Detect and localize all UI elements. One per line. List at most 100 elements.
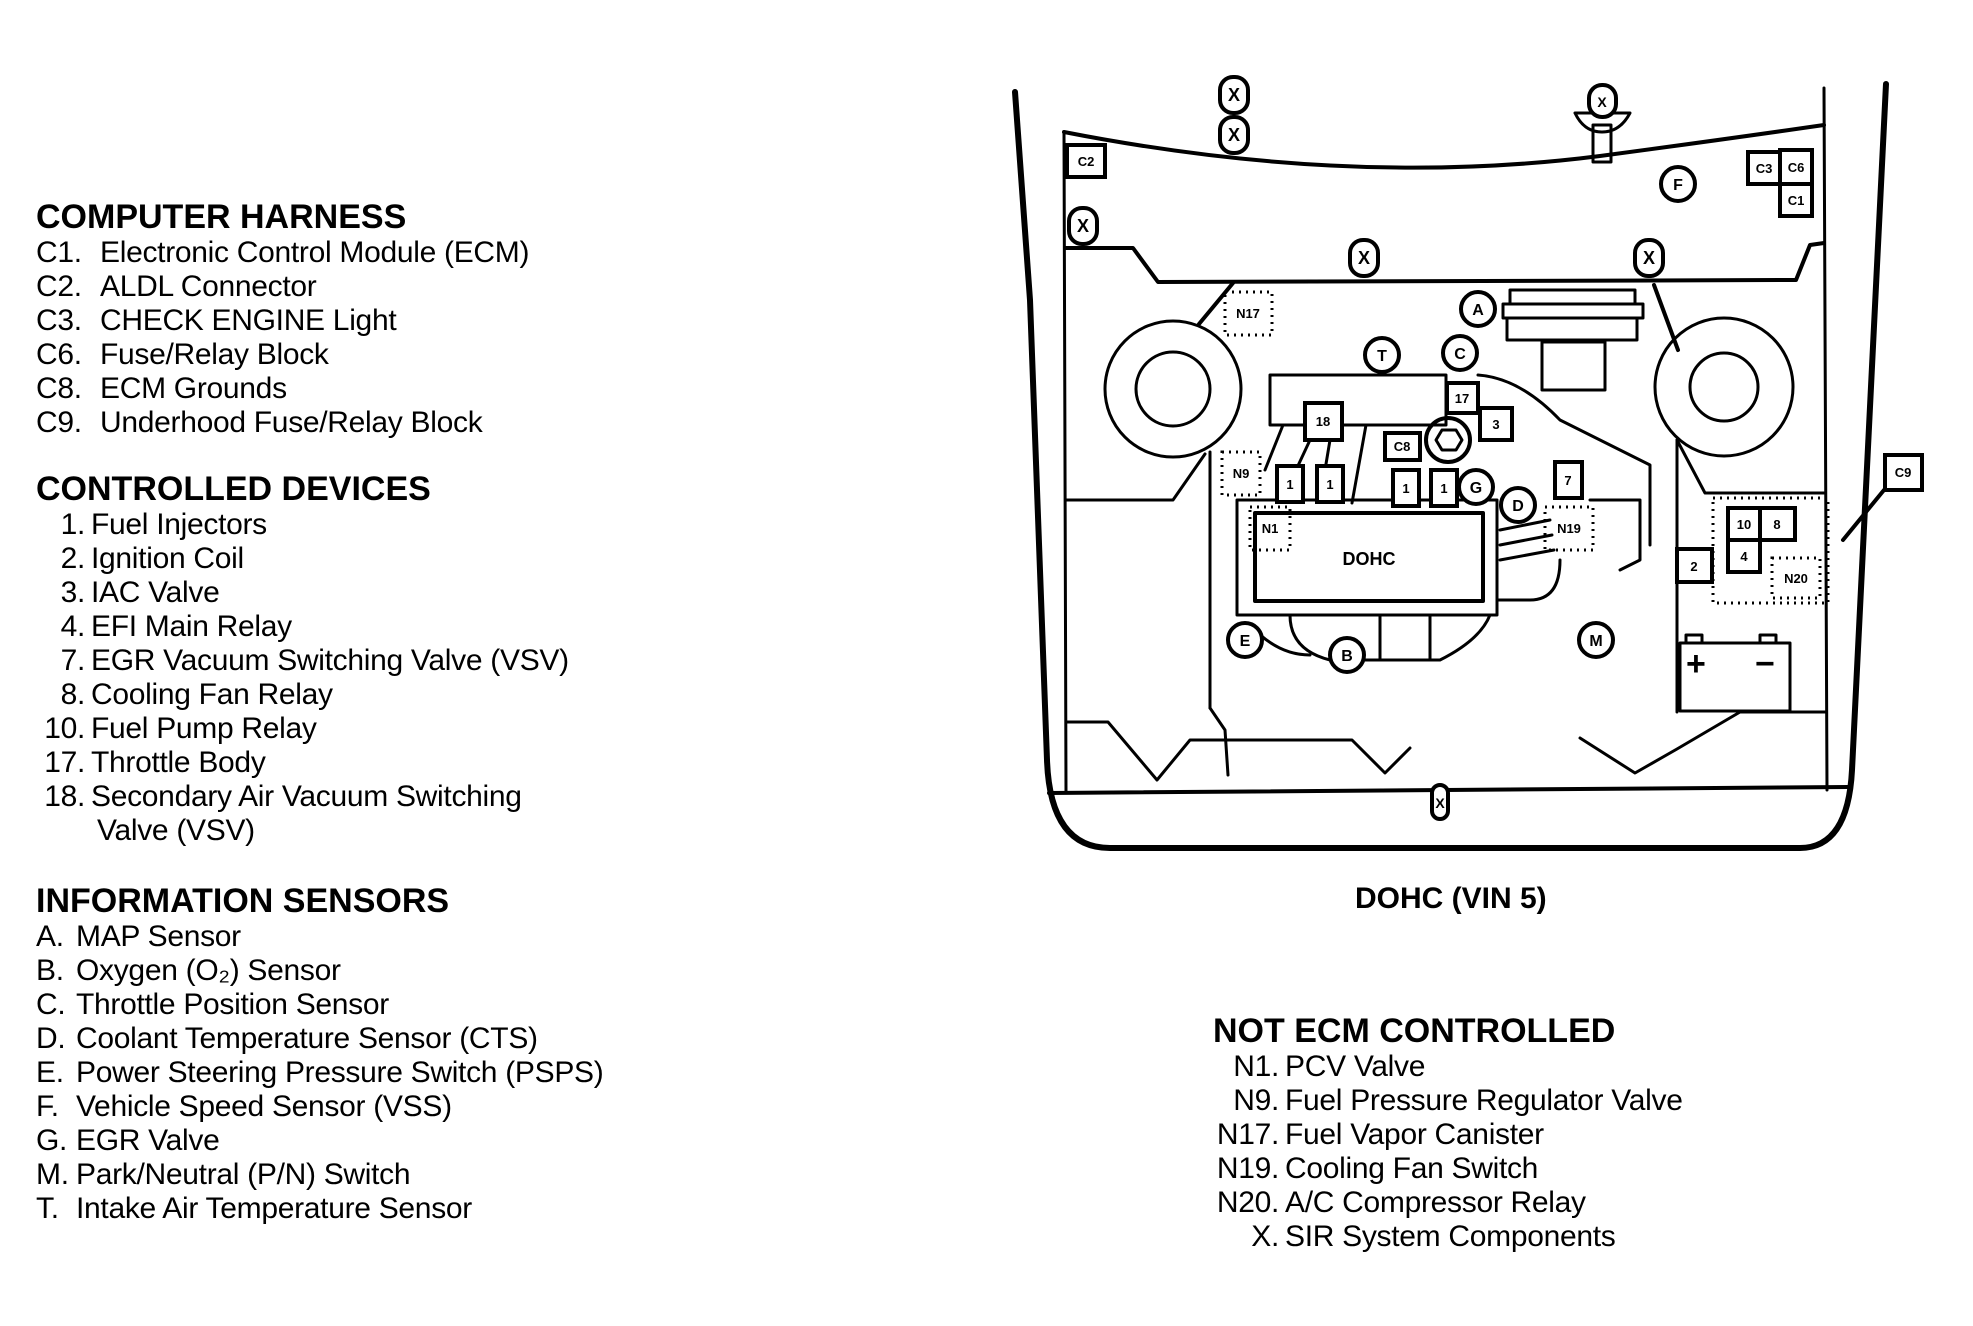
c2-marker-label: C2 [1078,154,1095,169]
legend-key: 17. [44,746,85,779]
legend-item: C3.CHECK ENGINE Light [36,304,529,338]
legend-key: T. [36,1192,59,1225]
legend-item: N9.Fuel Pressure Regulator Valve [1213,1084,1683,1118]
battery [1678,641,1792,713]
legend-label: Cooling Fan Relay [91,678,333,711]
n19-label: N19 [1557,521,1581,536]
legend-label: ECM Grounds [100,372,287,405]
legend-label: EGR Vacuum Switching Valve (VSV) [91,644,569,677]
legend-item: T.Intake Air Temperature Sensor [36,1192,603,1226]
inner-right-edge [1822,86,1829,792]
legend-key: B. [36,954,64,987]
legend-label: Vehicle Speed Sensor (VSS) [76,1090,452,1123]
legend-label: SIR System Components [1285,1220,1616,1253]
legend-item: C9.Underhood Fuse/Relay Block [36,406,529,440]
legend-item: D. Coolant Temperature Sensor (CTS) [36,1022,603,1056]
device-7-label: 7 [1564,473,1571,488]
device-8-label: 8 [1773,517,1780,532]
sir-x-marker: X [1643,248,1655,268]
c8-marker-label: C8 [1394,439,1411,454]
sensor-t-marker: T [1377,348,1387,365]
sensor-d-marker: D [1512,498,1524,515]
n17-marker [1223,290,1274,337]
c6-marker-label: C6 [1788,160,1805,175]
sir-x-marker: X [1077,216,1089,236]
legend-label: Park/Neutral (P/N) Switch [76,1158,411,1191]
legend-key: D. [36,1022,66,1055]
sir-x-marker: X [1435,795,1445,811]
legend-item: 8.Cooling Fan Relay [36,678,569,712]
computer-harness-section: COMPUTER HARNESS C1.Electronic Control M… [36,198,529,440]
c1-marker-label: C1 [1788,193,1805,208]
legend-label: EFI Main Relay [91,610,292,643]
legend-label: Throttle Body [91,746,266,779]
injector-1-label: 1 [1286,477,1293,492]
legend-key: 4. [60,610,86,643]
n9-label: N9 [1233,466,1250,481]
legend-item: C1.Electronic Control Module (ECM) [36,236,529,270]
diagram-caption: DOHC (VIN 5) [1355,882,1547,915]
device-17-label: 17 [1455,391,1469,406]
section-title: NOT ECM CONTROLLED [1213,1012,1616,1050]
legend-item: N17.Fuel Vapor Canister [1213,1118,1683,1152]
section-title: CONTROLLED DEVICES [36,470,431,508]
legend-key: 8. [60,678,86,711]
legend-key: N17. [1216,1118,1279,1151]
cowl-curve [1062,123,1826,170]
device-18-label: 18 [1316,414,1330,429]
n17-label: N17 [1236,306,1260,321]
legend-key: A. [36,920,64,953]
injector-1-label: 1 [1440,481,1447,496]
legend-label: Fuel Vapor Canister [1285,1118,1544,1151]
legend-label: Fuel Pump Relay [91,712,317,745]
legend-key: 18. [44,780,85,813]
legend-label: Fuel Pressure Regulator Valve [1285,1084,1683,1117]
n20-label: N20 [1784,571,1808,586]
legend-label: Ignition Coil [91,542,244,575]
legend-label: IAC Valve [91,576,220,609]
legend-label: Secondary Air Vacuum Switching [91,780,522,813]
legend-key: N1. [1233,1050,1279,1083]
engine-label: DOHC [1343,549,1396,569]
underhood-fuse-block-region [1711,496,1830,605]
legend-key: N20. [1216,1186,1279,1219]
legend-item: 17.Throttle Body [36,746,569,780]
left-strut-tower [1103,319,1243,459]
legend-item: B. Oxygen (O₂) Sensor [36,954,603,988]
section-title: INFORMATION SENSORS [36,882,450,920]
legend-label: PCV Valve [1285,1050,1426,1083]
legend-label: Cooling Fan Switch [1285,1152,1539,1185]
legend-key: 3. [60,576,86,609]
sir-x-marker: X [1597,94,1607,110]
right-strut-tower [1653,316,1795,458]
legend-item: 4.EFI Main Relay [36,610,569,644]
sir-x-marker: X [1228,125,1240,145]
sir-x-marker: X [1358,248,1370,268]
legend-key: C8. [36,372,82,405]
legend-item: N20.A/C Compressor Relay [1213,1186,1683,1220]
legend-key: C. [36,988,66,1021]
section-title: COMPUTER HARNESS [36,198,407,236]
injector-1-label: 1 [1326,477,1333,492]
legend-item: 7.EGR Vacuum Switching Valve (VSV) [36,644,570,678]
legend-item: C8. ECM Grounds [36,372,529,406]
legend-label: Oxygen (O₂) Sensor [76,954,341,987]
legend-item: G.EGR Valve [36,1124,603,1158]
device-2-label: 2 [1690,559,1697,574]
device-4-label: 4 [1740,549,1748,564]
legend-label: Throttle Position Sensor [76,988,389,1021]
legend-label: Coolant Temperature Sensor (CTS) [76,1022,538,1055]
legend-label: ALDL Connector [100,270,317,303]
device-3-label: 3 [1492,417,1499,432]
legend-key: X. [1251,1220,1279,1253]
legend-key: F. [36,1090,59,1123]
legend-label: Fuse/Relay Block [100,338,329,371]
sensor-f-marker: F [1673,177,1683,194]
legend-label: Valve (VSV) [97,814,255,847]
c9-marker-label: C9 [1895,465,1912,480]
device-10-label: 10 [1737,517,1751,532]
